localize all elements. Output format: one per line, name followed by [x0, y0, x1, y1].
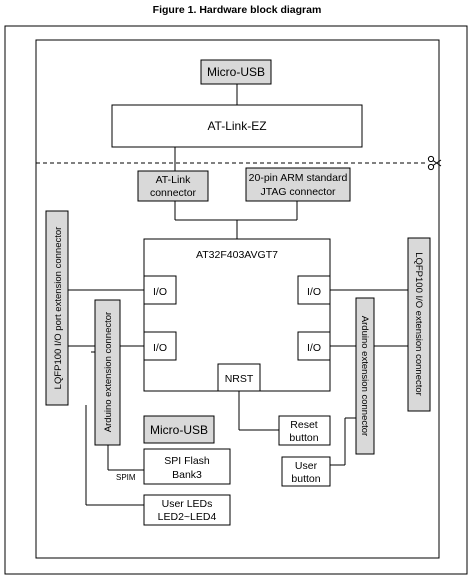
arduino-left-connector-box: [94, 299, 121, 446]
lqfp-left-connector-label: LQFP100 I/O port extension connector: [53, 227, 64, 390]
arduino-left-connector-label: Arduino extension connector: [103, 312, 114, 432]
user-button-label-line2: button: [291, 473, 320, 485]
user-button-box: [281, 456, 331, 487]
reset-button-label-line1: Reset: [290, 419, 318, 431]
io-bottom-left-label: I/O: [153, 342, 167, 354]
at-link-ez-label: AT-Link-EZ: [207, 119, 266, 133]
arduino-right-connector-box: [355, 297, 375, 455]
user-leds-box: [143, 494, 231, 526]
figure-title: Figure 1. Hardware block diagram: [153, 4, 322, 16]
io-top-right-label: I/O: [307, 286, 321, 298]
spi-flash-box: [143, 448, 231, 485]
at-link-connector-box: [137, 170, 209, 202]
spi-flash-label-line2: Bank3: [172, 469, 202, 481]
io-bottom-right-box: [297, 331, 331, 361]
io-bottom-right-label: I/O: [307, 342, 321, 354]
io-top-left-label: I/O: [153, 286, 167, 298]
scissors-icon: [427, 155, 442, 171]
micro-usb-bottom-label: Micro-USB: [150, 423, 208, 437]
lqfp-right-connector-label: LQFP100 I/O extension connector: [413, 252, 424, 396]
io-bottom-left-box: [143, 331, 177, 361]
board-outline: [4, 25, 468, 575]
jtag-connector-label-line1: 20-pin ARM standard: [249, 172, 348, 184]
at-link-connector-label-line2: connector: [150, 187, 197, 199]
user-leds-label-line2: LED2~LED4: [158, 511, 217, 523]
io-top-right-box: [297, 275, 331, 305]
micro-usb-top-label: Micro-USB: [207, 65, 265, 79]
user-button-label-line1: User: [295, 460, 318, 472]
at-link-ez-box: [111, 104, 363, 148]
nrst-box: [217, 363, 261, 392]
io-top-left-box: [143, 275, 177, 305]
spi-flash-label-line1: SPI Flash: [164, 455, 210, 467]
reset-button-label-line2: button: [289, 432, 318, 444]
user-leds-label-line1: User LEDs: [162, 498, 213, 510]
mcu-board-boundary: [35, 39, 440, 559]
micro-usb-bottom-box: [143, 415, 215, 444]
at-link-connector-label-line1: AT-Link: [156, 174, 192, 186]
nrst-label: NRST: [225, 373, 254, 385]
arduino-right-connector-label: Arduino extension connector: [359, 316, 370, 436]
jtag-connector-label-line2: JTAG connector: [260, 186, 336, 198]
jtag-connector-box: [245, 167, 351, 202]
reset-button-box: [278, 415, 331, 446]
lqfp-right-connector-box: [407, 237, 431, 412]
mcu-label: AT32F403AVGT7: [196, 249, 278, 261]
micro-usb-top-box: [200, 59, 272, 85]
lqfp-left-connector-box: [45, 210, 69, 406]
spim-label: SPIM: [116, 473, 136, 482]
